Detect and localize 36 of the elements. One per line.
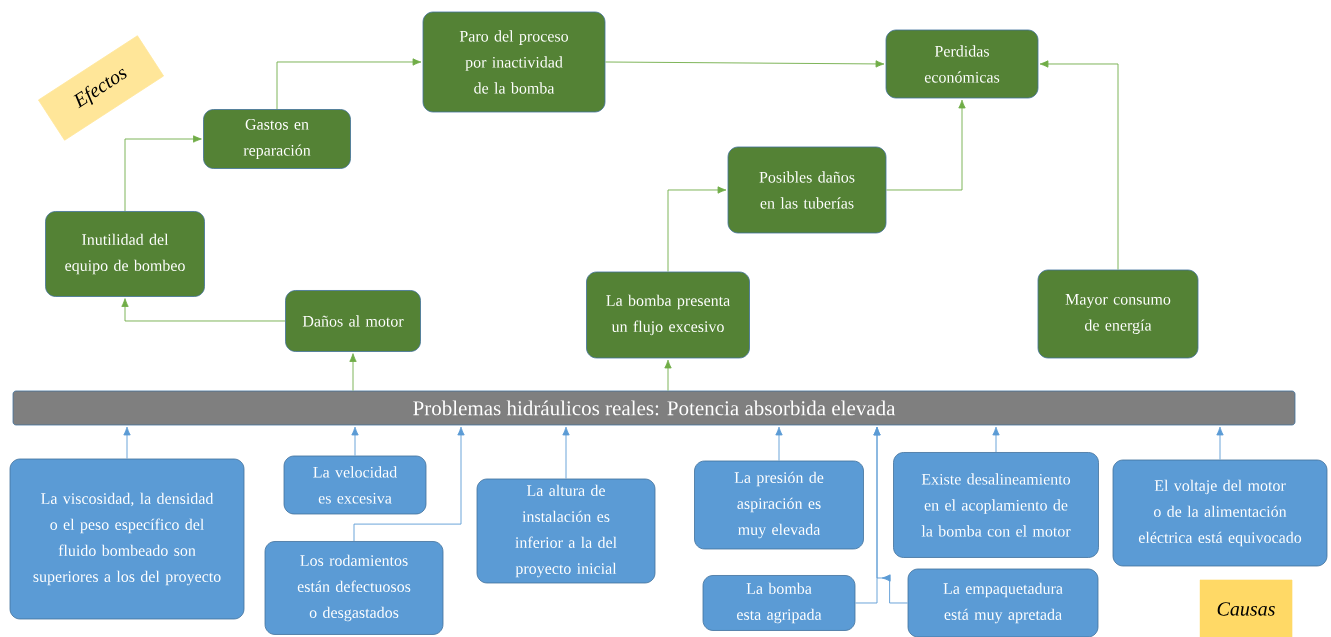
arrow <box>123 426 131 460</box>
arrow <box>1039 60 1119 271</box>
cause-box: La viscosidad, la densidad o el peso específico del fluido bombeado son superiores a los del proyecto <box>9 458 245 620</box>
effect-box: Gastos en reparación <box>203 109 351 169</box>
effect-box: Posibles daños en las tuberías <box>727 146 887 234</box>
effect-box: Perdidas económicas <box>885 29 1039 99</box>
arrow <box>353 426 465 542</box>
arrow <box>1216 426 1224 461</box>
cause-box: Existe desalineamiento en el acoplamiento de la bomba con el motor <box>893 452 1099 558</box>
arrow <box>121 298 286 322</box>
cause-box: La empaquetadura está muy apretada <box>907 568 1099 637</box>
arrow <box>349 353 357 392</box>
cause-box: La presión de aspiración es muy elevada <box>694 460 864 550</box>
cause-box: Los rodamientos están defectuosos o desgastados <box>264 541 444 635</box>
arrow <box>885 99 966 191</box>
cause-box: La bomba esta agripada <box>702 575 856 631</box>
cause-box: La velocidad es excesiva <box>283 455 427 515</box>
arrow <box>276 58 422 110</box>
arrow <box>667 186 727 273</box>
effect-box: Daños al motor <box>285 290 421 352</box>
arrow <box>992 426 1000 453</box>
arrow <box>664 359 672 392</box>
arrow <box>562 426 570 480</box>
effect-box: Paro del proceso por inactividad de la bomba <box>422 11 606 113</box>
arrow <box>604 60 885 68</box>
arrow <box>351 426 359 457</box>
cause-box: El voltaje del motor o de la alimentación eléctrica está equivocado <box>1112 459 1328 567</box>
effect-box: La bomba presenta un flujo excesivo <box>586 271 750 359</box>
effect-box: Mayor consumo de energía <box>1037 269 1199 359</box>
arrow <box>775 426 783 462</box>
effect-box: Inutilidad del equipo de bombeo <box>45 211 205 297</box>
arrow <box>124 135 202 212</box>
arrow <box>873 426 909 604</box>
cause-box: La altura de instalación es inferior a la del proyecto inicial <box>476 478 656 584</box>
section-tag: Causas <box>1199 579 1293 637</box>
problem-bar: Problemas hidráulicos reales: Potencia absorbida elevada <box>12 390 1296 426</box>
